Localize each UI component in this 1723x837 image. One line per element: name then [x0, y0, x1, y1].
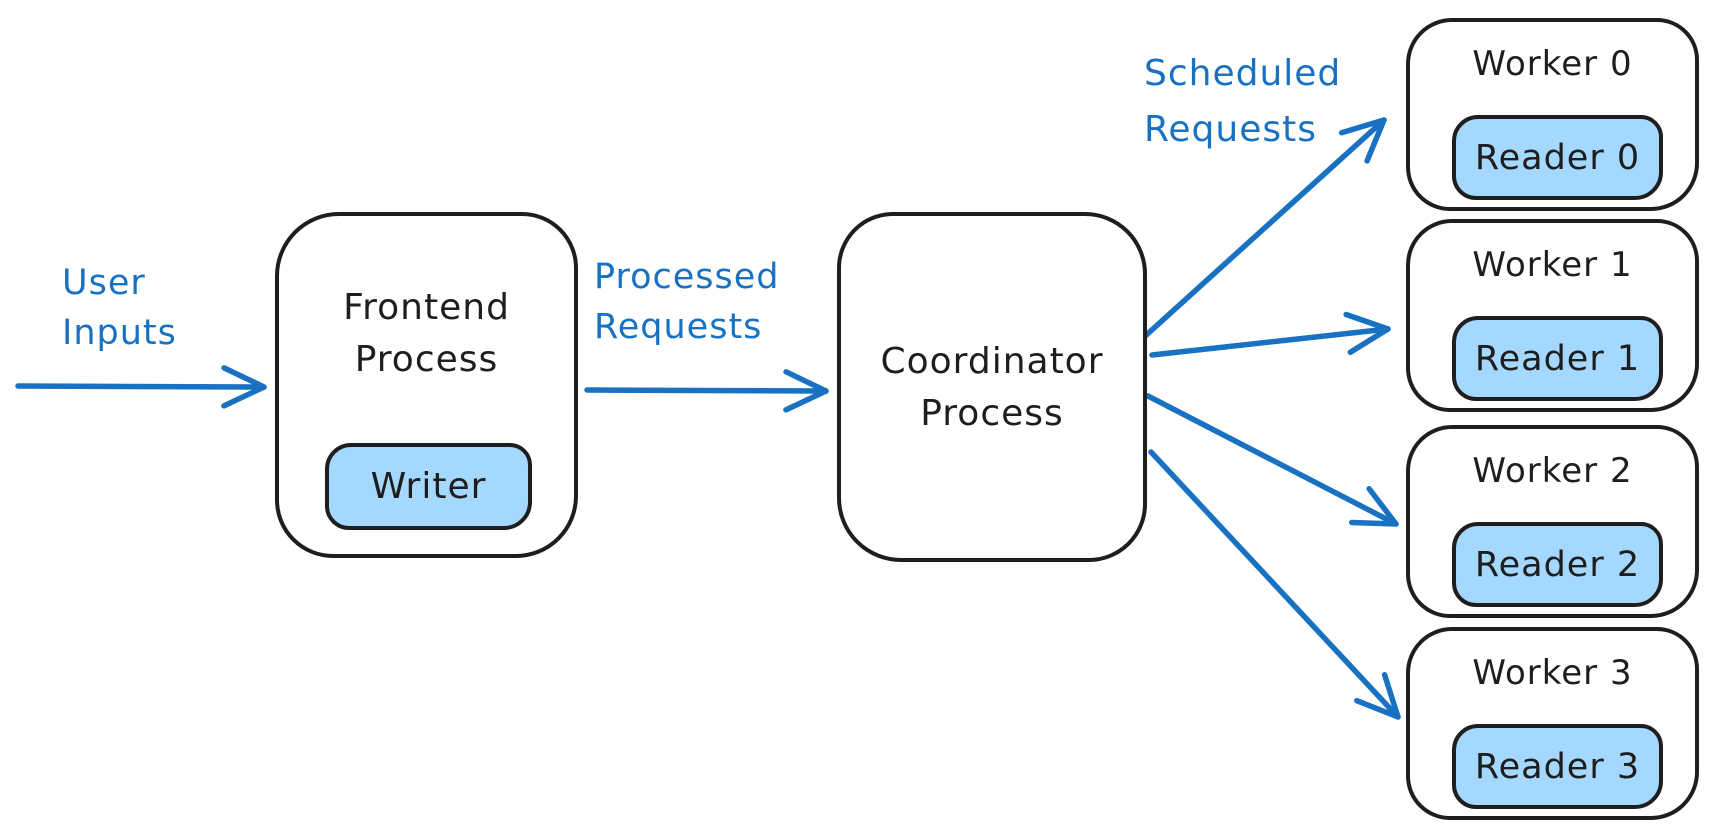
coordinator-process-node: Coordinator Process: [837, 212, 1147, 562]
user-inputs-label-line1: User: [62, 263, 146, 303]
arrow-coordinator-to-worker-3: [1148, 449, 1401, 720]
reader-2-label: Reader 2: [1474, 544, 1641, 585]
worker-1-node: Worker 1 Reader 1: [1406, 219, 1699, 412]
arrow-frontend-to-coordinator: [584, 369, 829, 413]
arrow-user-inputs-to-frontend: [15, 365, 267, 409]
worker-0-title: Worker 0: [1472, 44, 1633, 84]
writer-node-label: Writer: [370, 466, 487, 507]
user-inputs-label: User Inputs: [62, 258, 177, 358]
worker-3-title: Worker 3: [1472, 653, 1633, 693]
worker-0-node: Worker 0 Reader 0: [1406, 18, 1699, 211]
processed-requests-label-line2: Requests: [594, 307, 763, 347]
frontend-process-title: Frontend Process: [279, 216, 574, 386]
arrow-coordinator-to-worker-2: [1145, 393, 1399, 527]
reader-0-node: Reader 0: [1452, 115, 1663, 200]
reader-0-label: Reader 0: [1474, 137, 1641, 178]
processed-requests-label-line1: Processed: [594, 257, 780, 297]
writer-node: Writer: [325, 443, 532, 530]
scheduled-requests-label: Scheduled Requests: [1144, 46, 1341, 158]
scheduled-requests-label-line2: Requests: [1144, 109, 1317, 150]
frontend-process-node: Frontend Process Writer: [275, 212, 578, 558]
reader-2-node: Reader 2: [1452, 522, 1663, 607]
frontend-process-title-line2: Process: [354, 339, 499, 380]
worker-2-node: Worker 2 Reader 2: [1406, 425, 1699, 618]
worker-3-node: Worker 3 Reader 3: [1406, 627, 1699, 820]
reader-3-label: Reader 3: [1474, 746, 1641, 787]
coordinator-process-title-line1: Coordinator: [880, 341, 1104, 382]
worker-1-title: Worker 1: [1472, 245, 1633, 285]
coordinator-process-title-line2: Process: [920, 393, 1064, 434]
coordinator-process-title: Coordinator Process: [841, 216, 1143, 440]
processed-requests-label: Processed Requests: [594, 252, 780, 352]
user-inputs-label-line2: Inputs: [62, 313, 177, 353]
scheduled-requests-label-line1: Scheduled: [1144, 53, 1342, 94]
arrow-coordinator-to-worker-1: [1149, 311, 1391, 358]
reader-1-node: Reader 1: [1452, 316, 1663, 401]
worker-2-title: Worker 2: [1472, 451, 1633, 491]
frontend-process-title-line1: Frontend: [343, 287, 510, 328]
reader-3-node: Reader 3: [1452, 724, 1663, 809]
reader-1-label: Reader 1: [1474, 338, 1641, 379]
